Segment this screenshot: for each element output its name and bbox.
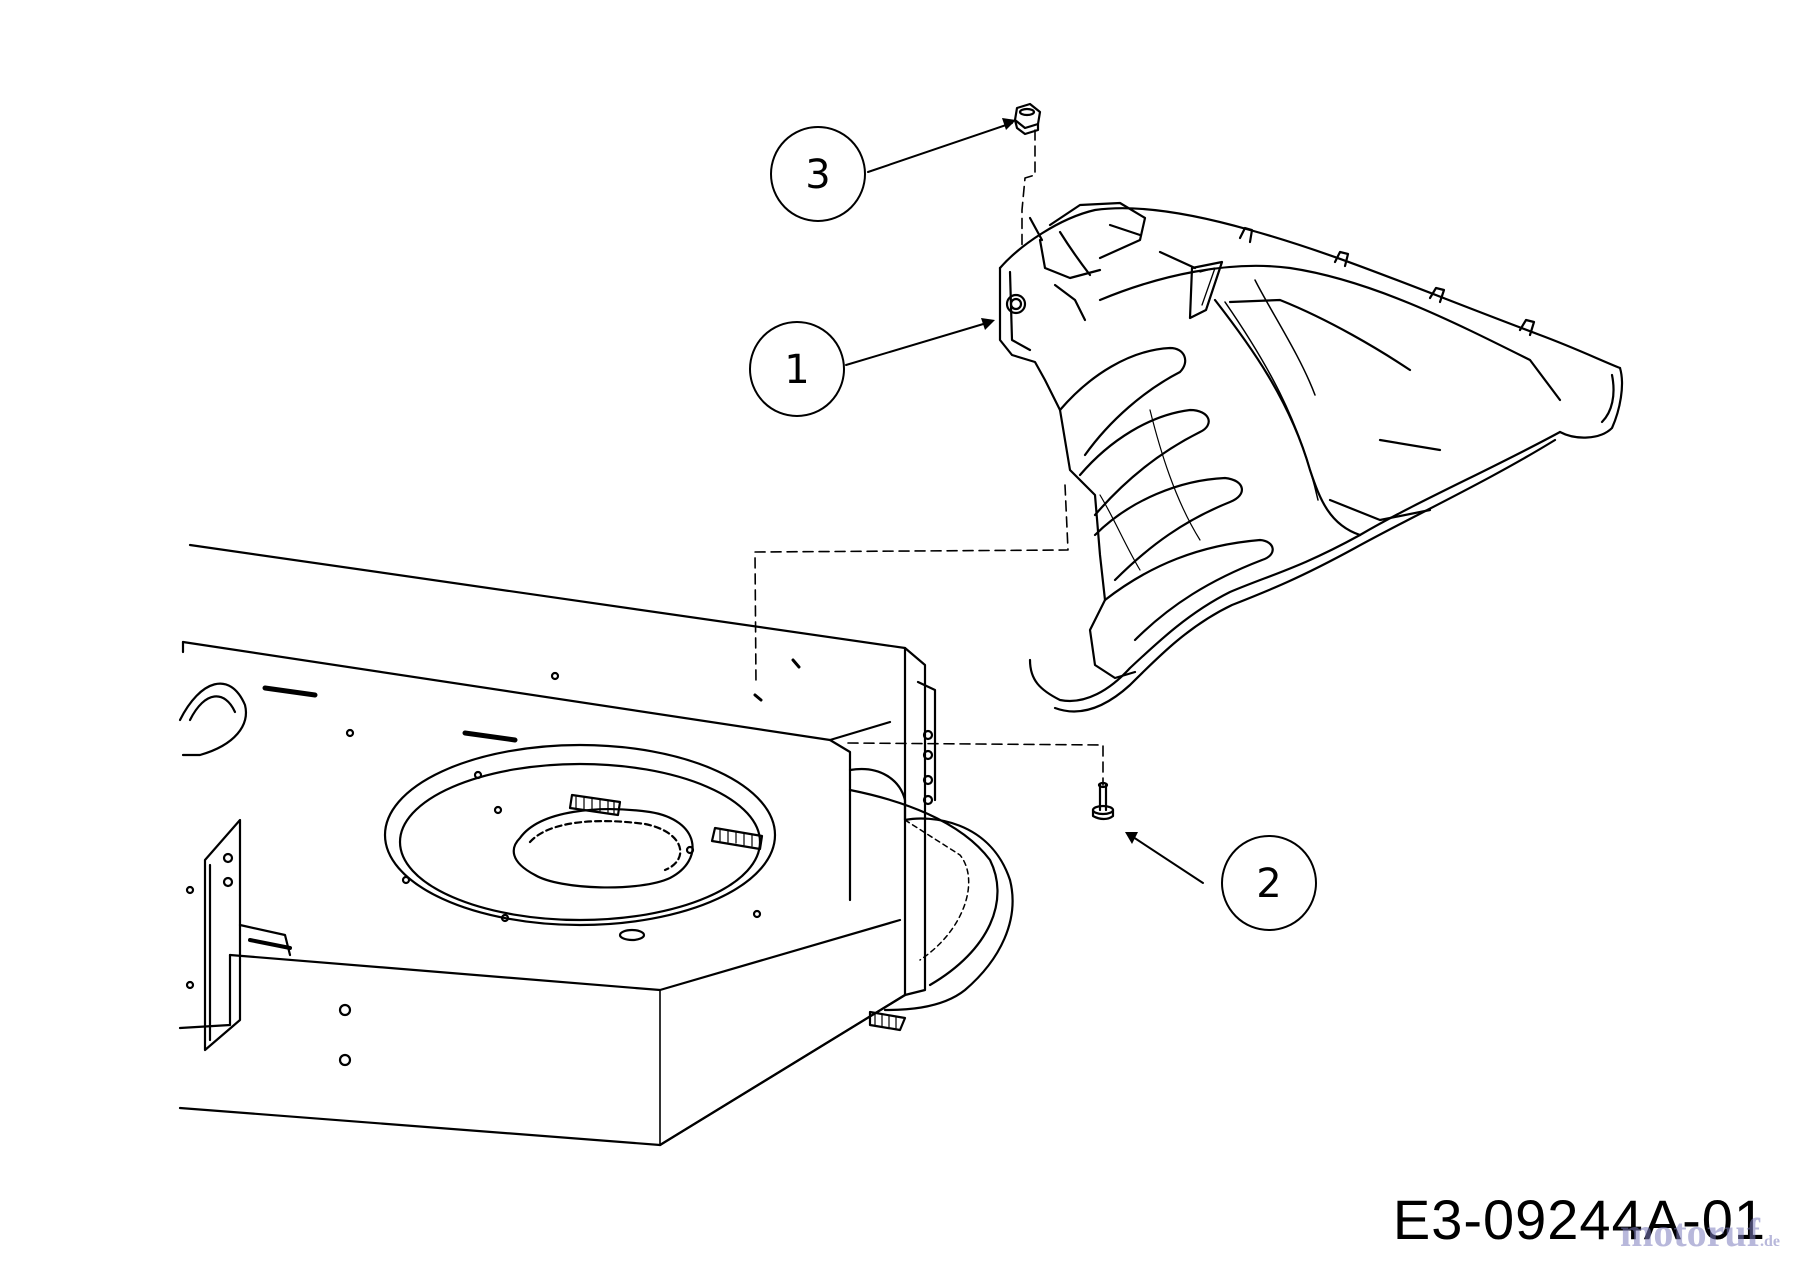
watermark-text: motoruf — [1620, 1210, 1760, 1255]
arrowheads — [981, 118, 1138, 844]
arrow-head-icon — [1125, 832, 1138, 844]
watermark-logo: motoruf.de — [1620, 1209, 1780, 1256]
watermark-suffix: .de — [1760, 1233, 1780, 1250]
discharge-guard — [998, 201, 1624, 713]
bolt-part — [1091, 781, 1115, 821]
callout-2: 2 — [1221, 835, 1317, 931]
arrow-head-icon — [981, 318, 995, 330]
nut-part — [1013, 102, 1042, 136]
callout-1: 1 — [749, 321, 845, 417]
callout-label: 1 — [784, 347, 809, 393]
arrow-head-icon — [1002, 118, 1016, 130]
pin-icon — [1028, 216, 1044, 242]
diagram-reference-code: E3-09244A-01 — [1392, 1188, 1766, 1251]
assembly-lines — [754, 129, 1104, 786]
mower-deck — [178, 543, 1014, 1147]
callout-3: 3 — [770, 126, 866, 222]
leader-lines — [845, 122, 1204, 884]
callout-label: 2 — [1256, 861, 1281, 907]
callout-label: 3 — [805, 152, 830, 198]
